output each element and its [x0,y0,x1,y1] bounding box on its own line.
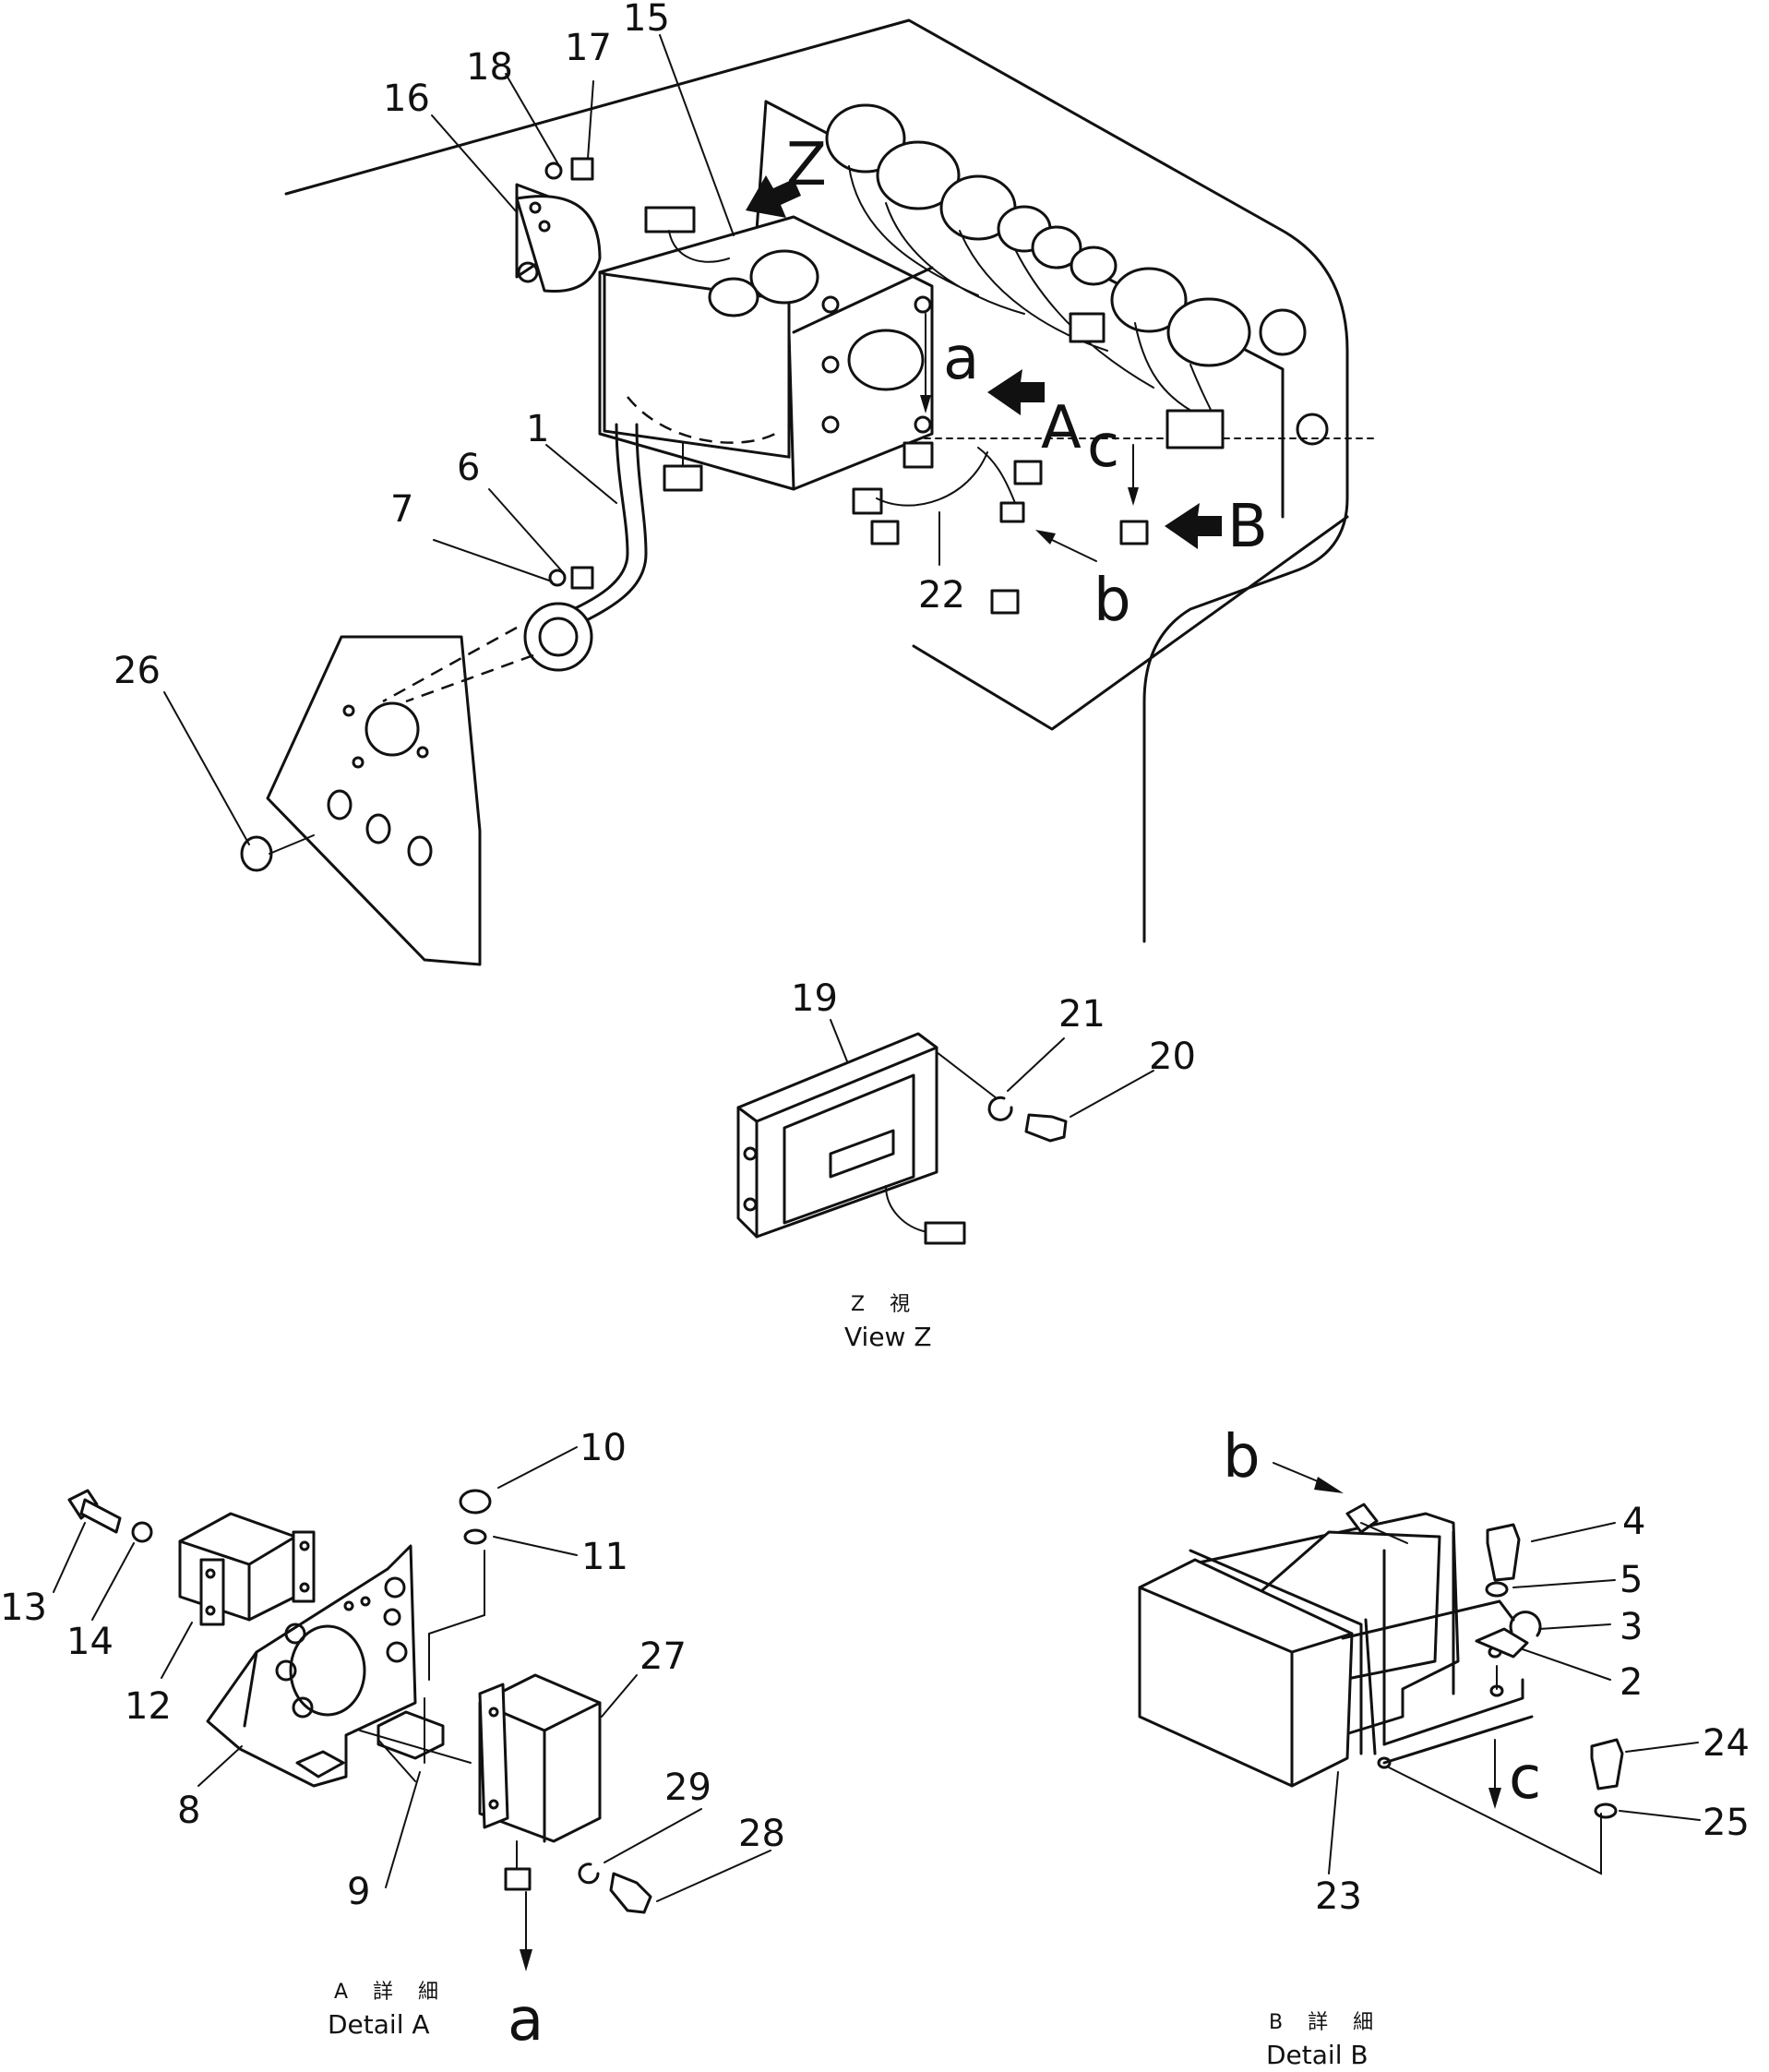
callout-8: 8 [177,1790,200,1832]
callout-3: 3 [1620,1606,1643,1648]
callout-15: 15 [623,0,670,40]
captions: Z 視 View Z A 詳 細 Detail A B 詳 細 Detail B [328,1293,1382,2070]
callout-13: 13 [0,1587,47,1629]
small-parts-top [544,157,1149,615]
callout-9: 9 [347,1871,370,1913]
view-letter-z: Z [786,131,827,199]
callout-21: 21 [1058,993,1106,1036]
callout-numbers: 15 17 18 16 1 6 7 26 22 19 21 20 10 11 2… [0,0,1750,1918]
caption-view-z-jp: Z 視 [851,1293,919,1316]
callout-4: 4 [1622,1501,1645,1543]
view-letter-B: B [1227,493,1268,561]
harness-1 [561,423,648,629]
view-z-module-19 [736,1019,1154,1245]
detail-a-assembly [53,1446,771,1971]
callout-11: 11 [581,1536,628,1578]
gauges-cluster [825,103,1251,449]
callout-24: 24 [1703,1722,1750,1765]
callout-28: 28 [738,1813,785,1855]
callout-1: 1 [526,408,549,450]
view-letter-b-top: b [1094,567,1131,635]
callout-14: 14 [66,1621,114,1663]
view-letter-b-detail: b [1223,1423,1261,1491]
callout-25: 25 [1703,1802,1750,1844]
callout-10: 10 [580,1427,627,1469]
view-letter-c-top: c [1087,413,1119,481]
callout-17: 17 [565,27,612,69]
view-letter-A: A [1041,394,1082,462]
callout-7: 7 [390,488,413,531]
callout-22: 22 [918,574,965,617]
detail-b-assembly [1138,1462,1701,1875]
callout-18: 18 [466,46,513,89]
callout-2: 2 [1620,1661,1643,1704]
connector-plate-26 [240,602,593,966]
callout-5: 5 [1620,1559,1643,1601]
callout-27: 27 [639,1635,687,1678]
leader-lines-top [163,34,940,845]
view-letter-a-detail: a [508,1986,544,2054]
caption-detail-a-jp: A 詳 細 [334,1981,448,2004]
view-letter-a-top: a [943,325,979,393]
callout-6: 6 [457,447,480,489]
controller-box-15 [598,206,934,492]
caption-detail-a-en: Detail A [328,2009,430,2040]
caption-detail-b-jp: B 詳 細 [1269,2011,1382,2034]
callout-16: 16 [383,78,430,120]
callout-26: 26 [114,650,161,692]
horn-16 [515,183,602,293]
callout-23: 23 [1315,1875,1362,1918]
callout-19: 19 [791,977,838,1020]
callout-29: 29 [664,1767,711,1809]
view-letters: Z a A c B b a b c [508,131,1541,2054]
caption-view-z-en: View Z [844,1322,932,1352]
callout-12: 12 [125,1685,172,1728]
view-letter-c-detail: c [1509,1744,1541,1813]
callout-20: 20 [1149,1036,1196,1078]
view-arrows-top [746,175,1222,562]
caption-detail-b-en: Detail B [1266,2040,1369,2070]
